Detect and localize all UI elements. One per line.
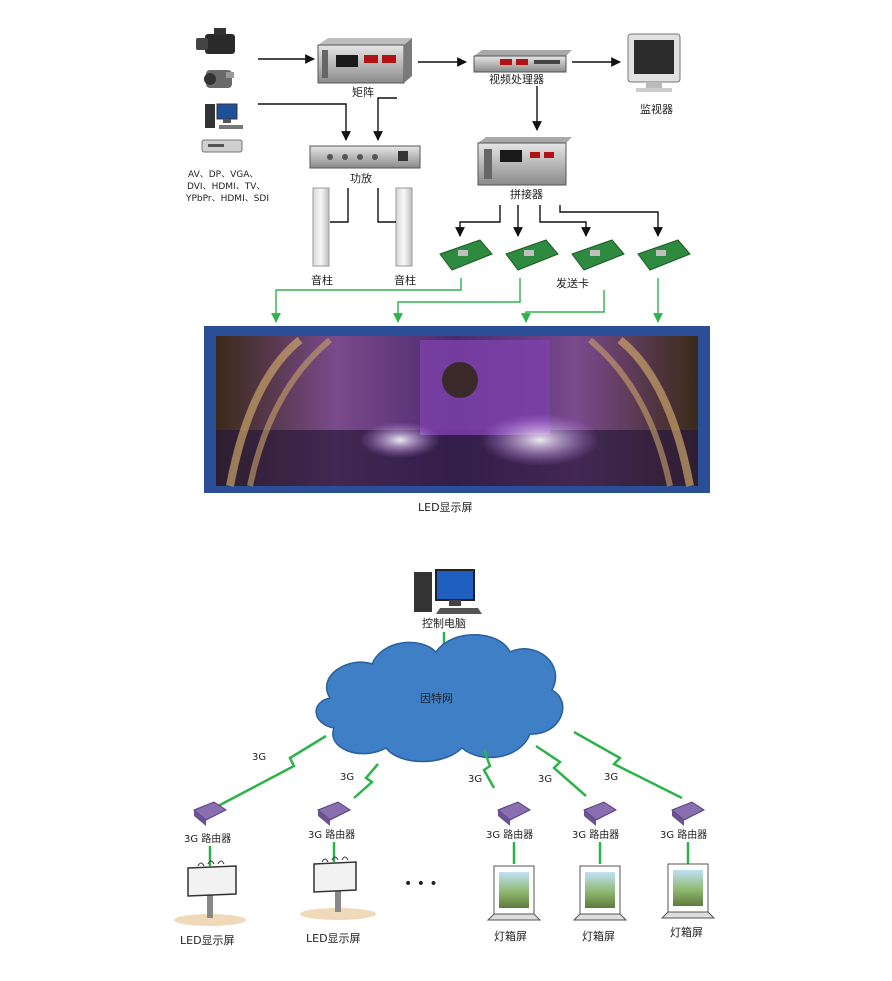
g3-label-1: 3G bbox=[252, 752, 266, 763]
sender-card-label: 发送卡 bbox=[556, 276, 589, 290]
splicer-label: 拼接器 bbox=[510, 187, 543, 201]
g3-label-2: 3G bbox=[340, 772, 354, 783]
sources-label-line2: DVI、HDMI、TV、 bbox=[187, 182, 265, 192]
router-icon-5 bbox=[671, 801, 705, 826]
router-icon-4 bbox=[583, 801, 617, 826]
arrow-sources-to-amplifier bbox=[258, 103, 351, 141]
led-screen-label: LED显示屏 bbox=[418, 501, 473, 514]
speaker-left-label: 音柱 bbox=[311, 273, 333, 287]
sender-card-4 bbox=[637, 239, 691, 271]
ellipsis-dots: • • • bbox=[404, 876, 438, 892]
wire-amp-to-right-speaker bbox=[377, 188, 396, 223]
wireless-links bbox=[217, 730, 683, 808]
black-connectors bbox=[258, 54, 663, 237]
sources-label-line1: AV、DP、VGA、 bbox=[188, 170, 258, 180]
g3-label-3: 3G bbox=[468, 774, 482, 785]
control-pc-icon bbox=[414, 569, 482, 614]
g3-label-4: 3G bbox=[538, 774, 552, 785]
endpoint-label-4: 灯箱屏 bbox=[582, 929, 615, 943]
lightning-link-2 bbox=[353, 763, 379, 799]
matrix-label: 矩阵 bbox=[352, 85, 374, 99]
router-label-3: 3G 路由器 bbox=[486, 828, 533, 841]
matrix-device bbox=[317, 38, 412, 84]
internet-label: 因特网 bbox=[420, 691, 453, 705]
splicer-device bbox=[477, 137, 572, 186]
endpoint-label-3: 灯箱屏 bbox=[494, 929, 527, 943]
router-label-1: 3G 路由器 bbox=[184, 832, 231, 845]
control-pc-label: 控制电脑 bbox=[422, 616, 466, 630]
lightning-link-1 bbox=[217, 734, 327, 808]
wire-amp-to-left-speaker bbox=[330, 188, 349, 223]
endpoint-label-2: LED显示屏 bbox=[306, 932, 361, 945]
arrow-splicer-to-card-4 bbox=[559, 205, 663, 237]
lightbox-icon-1 bbox=[486, 865, 542, 921]
pc-source-icon bbox=[205, 103, 243, 129]
handycam-icon bbox=[204, 70, 234, 88]
endpoint-label-1: LED显示屏 bbox=[180, 934, 235, 947]
led-billboard-icon-1 bbox=[174, 860, 246, 926]
lightning-link-4 bbox=[535, 744, 587, 797]
router-label-2: 3G 路由器 bbox=[308, 828, 355, 841]
router-icon-2 bbox=[317, 801, 351, 826]
monitor-icon bbox=[627, 33, 681, 92]
green-connectors bbox=[271, 278, 663, 323]
video-processor-label: 视频处理器 bbox=[489, 72, 544, 86]
g3-label-5: 3G bbox=[604, 772, 618, 783]
led-screen bbox=[204, 326, 710, 493]
arrow-card-3-to-led bbox=[521, 290, 605, 323]
sender-card-2 bbox=[505, 239, 559, 271]
router-label-5: 3G 路由器 bbox=[660, 828, 707, 841]
amplifier-device bbox=[309, 145, 421, 169]
lightning-link-3 bbox=[482, 749, 496, 789]
arrow-card-2-to-led bbox=[393, 278, 521, 323]
sources-label-line3: YPbPr、HDMI、SDI bbox=[185, 194, 269, 204]
led-billboard-icon-2 bbox=[300, 856, 376, 920]
camcorder-icon bbox=[196, 28, 235, 54]
router-icon-1 bbox=[193, 801, 227, 826]
arrow-card-1-to-led bbox=[271, 278, 462, 323]
router-endpoint-links bbox=[208, 842, 690, 866]
arrow-splicer-to-card-1 bbox=[455, 205, 501, 237]
speaker-column-left bbox=[312, 187, 330, 267]
router-label-4: 3G 路由器 bbox=[572, 828, 619, 841]
video-processor-device bbox=[473, 50, 572, 73]
dvd-player-icon bbox=[201, 139, 243, 153]
speaker-column-right bbox=[395, 187, 413, 267]
internet-cloud-icon bbox=[315, 634, 564, 763]
speaker-right-label: 音柱 bbox=[394, 273, 416, 287]
sender-card-3 bbox=[571, 239, 625, 271]
arrow-splicer-to-card-3 bbox=[539, 205, 591, 237]
router-icon-3 bbox=[497, 801, 531, 826]
lightbox-icon-2 bbox=[572, 865, 628, 921]
lightbox-icon-3 bbox=[660, 863, 716, 919]
monitor-label: 监视器 bbox=[640, 102, 673, 116]
endpoint-label-5: 灯箱屏 bbox=[670, 925, 703, 939]
sender-card-1 bbox=[439, 239, 493, 271]
arrow-matrix-to-amplifier bbox=[373, 97, 397, 141]
lightning-link-5 bbox=[573, 730, 683, 800]
amplifier-label: 功放 bbox=[350, 171, 372, 185]
